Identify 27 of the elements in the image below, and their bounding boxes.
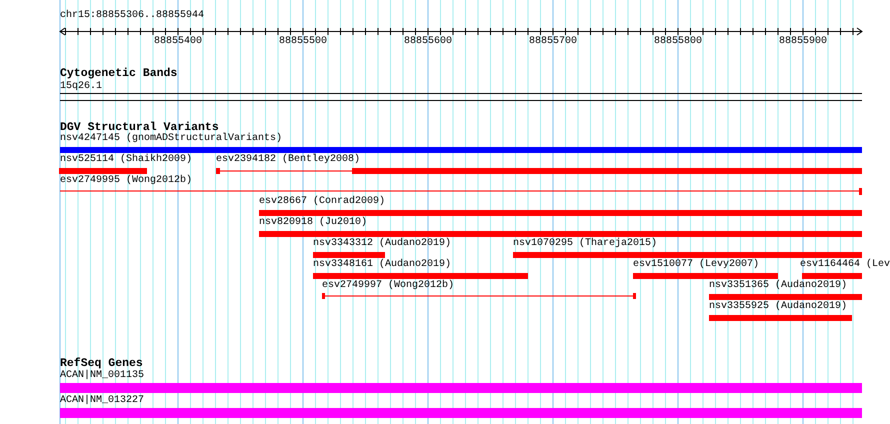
tick-label: 88855600	[404, 36, 452, 48]
ruler-position-label: chr15:88855306..88855944	[60, 10, 204, 22]
feature-label: nsv3355925 (Audano2019)	[709, 301, 848, 313]
tick-label: 88855900	[779, 36, 827, 48]
tick-label: 88855400	[154, 36, 202, 48]
feature-label: esv2749995 (Wong2012b)	[60, 175, 192, 187]
track-title: Cytogenetic Bands	[60, 67, 178, 80]
tick-label: 88855800	[654, 36, 702, 48]
feature-label: esv2394182 (Bentley2008)	[216, 154, 360, 166]
tick-label: 88855700	[529, 36, 577, 48]
feature-label: nsv1070295 (Thareja2015)	[513, 238, 658, 250]
feature-label: nsv3351365 (Audano2019)	[709, 280, 848, 292]
feature-label: esv2749997 (Wong2012b)	[322, 280, 454, 292]
feature-label: nsv525114 (Shaikh2009)	[60, 154, 192, 166]
feature-label: ACAN|NM_001135	[60, 370, 144, 382]
feature-label: esv1510077 (Levy2007)	[633, 259, 760, 271]
feature-label: esv1164464 (Lev	[800, 259, 890, 271]
track-title: DGV Structural Variants	[60, 121, 219, 134]
feature-label: nsv820918 (Ju2010)	[259, 217, 368, 229]
feature-label: esv28667 (Conrad2009)	[259, 196, 386, 208]
track-title: RefSeq Genes	[60, 357, 143, 370]
feature-label: nsv3348161 (Audano2019)	[313, 259, 452, 271]
cytoband-label: 15q26.1	[60, 81, 102, 93]
feature-label: nsv3343312 (Audano2019)	[313, 238, 452, 250]
tick-label: 88855500	[279, 36, 327, 48]
feature-label: ACAN|NM_013227	[60, 395, 144, 407]
feature-label: nsv4247145 (gnomADStructuralVariants)	[60, 133, 282, 145]
